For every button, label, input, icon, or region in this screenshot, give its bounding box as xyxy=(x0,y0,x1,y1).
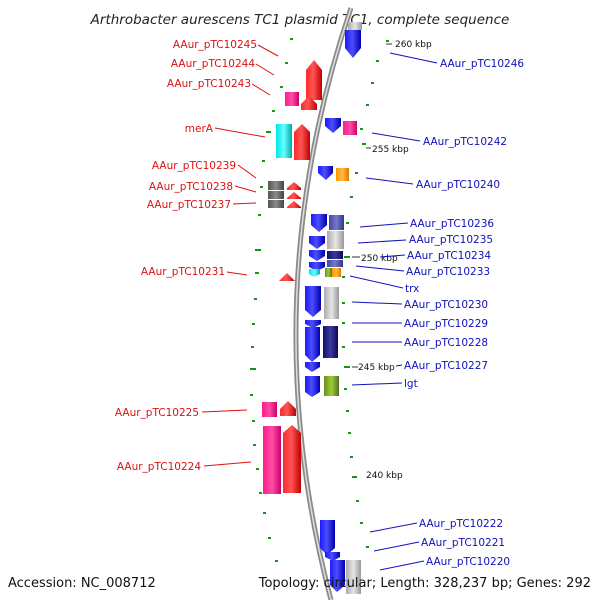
gene-box xyxy=(276,124,292,158)
gene-label-aaur-ptc10239[interactable]: AAur_pTC10239 xyxy=(152,160,236,172)
gene-arrow xyxy=(309,262,325,271)
gene-box xyxy=(332,268,341,277)
gene-arrow xyxy=(287,192,301,199)
gene-box xyxy=(285,92,299,106)
gene-label-aaur-ptc10242[interactable]: AAur_pTC10242 xyxy=(423,136,507,148)
gene-label-aaur-ptc10225[interactable]: AAur_pTC10225 xyxy=(115,407,199,419)
gene-box xyxy=(262,402,277,417)
gene-arrow xyxy=(283,425,301,493)
gene-arrow xyxy=(280,401,296,416)
gene-arrow xyxy=(301,96,317,110)
map-title: Arthrobacter aurescens TC1 plasmid TC1, … xyxy=(90,12,510,28)
gene-box xyxy=(327,260,343,267)
kbp-tick-260: 260 kbp xyxy=(395,40,432,50)
gene-label-aaur-ptc10243[interactable]: AAur_pTC10243 xyxy=(167,78,251,90)
gene-box xyxy=(325,268,332,277)
gene-arrow xyxy=(309,269,320,277)
gene-box xyxy=(348,22,362,30)
gene-arrow xyxy=(305,376,320,397)
gene-label-aaur-ptc10231[interactable]: AAur_pTC10231 xyxy=(141,266,225,278)
right-labels: AAur_pTC10246 AAur_pTC10242 AAur_pTC1024… xyxy=(349,52,524,571)
gene-box xyxy=(324,287,339,319)
gene-arrow xyxy=(305,362,320,372)
accession-text: Accession: NC_008712 xyxy=(8,576,156,591)
gene-arrow xyxy=(325,552,340,561)
gene-arrow xyxy=(279,273,295,281)
gene-label-aaur-ptc10228[interactable]: AAur_pTC10228 xyxy=(404,337,488,349)
gene-box xyxy=(336,168,349,181)
gene-label-aaur-ptc10230[interactable]: AAur_pTC10230 xyxy=(404,299,488,311)
backbone-inner xyxy=(295,7,352,600)
gene-arrow xyxy=(305,286,321,317)
gene-arrow xyxy=(325,118,341,133)
gene-arrow xyxy=(305,320,321,328)
gene-box xyxy=(268,191,284,199)
gene-label-aaur-ptc10246[interactable]: AAur_pTC10246 xyxy=(440,58,524,70)
gene-arrow xyxy=(330,560,345,592)
gene-arrow xyxy=(311,214,327,232)
gene-label-trx[interactable]: trx xyxy=(405,283,419,295)
gc-marks-right xyxy=(342,40,389,548)
gene-label-aaur-ptc10224[interactable]: AAur_pTC10224 xyxy=(117,461,201,473)
gene-arrow xyxy=(309,250,325,261)
gene-box xyxy=(323,326,338,358)
genes-reverse xyxy=(262,60,322,494)
gene-label-aaur-ptc10244[interactable]: AAur_pTC10244 xyxy=(171,58,255,70)
gene-box xyxy=(327,251,343,259)
gene-arrow xyxy=(306,60,322,100)
gene-label-mera[interactable]: merA xyxy=(185,123,214,135)
gene-arrow xyxy=(309,236,325,249)
gene-box xyxy=(329,215,344,230)
gene-arrow xyxy=(320,520,335,555)
gene-arrow xyxy=(287,201,301,208)
gene-label-aaur-ptc10227[interactable]: AAur_pTC10227 xyxy=(404,360,488,372)
gene-arrow xyxy=(294,124,310,160)
gene-label-aaur-ptc10240[interactable]: AAur_pTC10240 xyxy=(416,179,500,191)
gene-box xyxy=(346,560,361,594)
gene-arrow xyxy=(305,327,320,362)
gene-label-aaur-ptc10229[interactable]: AAur_pTC10229 xyxy=(404,318,488,330)
genes-forward xyxy=(305,22,362,594)
kbp-tick-240: 240 kbp xyxy=(366,471,403,481)
gene-arrow xyxy=(345,30,361,58)
topology-stats: Topology: circular; Length: 328,237 bp; … xyxy=(258,576,591,591)
gene-box xyxy=(343,121,357,135)
left-labels: AAur_pTC10245 AAur_pTC10244 AAur_pTC1024… xyxy=(115,39,279,473)
gene-box xyxy=(268,200,284,208)
gene-box xyxy=(324,376,339,396)
gene-box xyxy=(327,231,344,249)
gene-box xyxy=(268,181,284,190)
gene-box xyxy=(263,426,281,494)
gene-label-aaur-ptc10222[interactable]: AAur_pTC10222 xyxy=(419,518,503,530)
gene-arrow xyxy=(318,166,333,180)
gene-label-aaur-ptc10235[interactable]: AAur_pTC10235 xyxy=(409,234,493,246)
gene-arrow xyxy=(287,182,301,190)
gene-label-aaur-ptc10233[interactable]: AAur_pTC10233 xyxy=(406,266,490,278)
kbp-tick-250: 250 kbp xyxy=(361,254,398,264)
gene-label-aaur-ptc10237[interactable]: AAur_pTC10237 xyxy=(147,199,231,211)
gene-label-aaur-ptc10236[interactable]: AAur_pTC10236 xyxy=(410,218,494,230)
gc-marks-left xyxy=(250,38,293,562)
kbp-tick-255: 255 kbp xyxy=(372,145,409,155)
kbp-tick-245: 245 kbp xyxy=(358,363,395,373)
gene-label-aaur-ptc10245[interactable]: AAur_pTC10245 xyxy=(173,39,257,51)
gene-label-lgt[interactable]: lgt xyxy=(404,378,418,390)
gene-label-aaur-ptc10220[interactable]: AAur_pTC10220 xyxy=(426,556,510,568)
gene-label-aaur-ptc10238[interactable]: AAur_pTC10238 xyxy=(149,181,233,193)
gene-label-aaur-ptc10221[interactable]: AAur_pTC10221 xyxy=(421,537,505,549)
gene-label-aaur-ptc10234[interactable]: AAur_pTC10234 xyxy=(407,250,491,262)
